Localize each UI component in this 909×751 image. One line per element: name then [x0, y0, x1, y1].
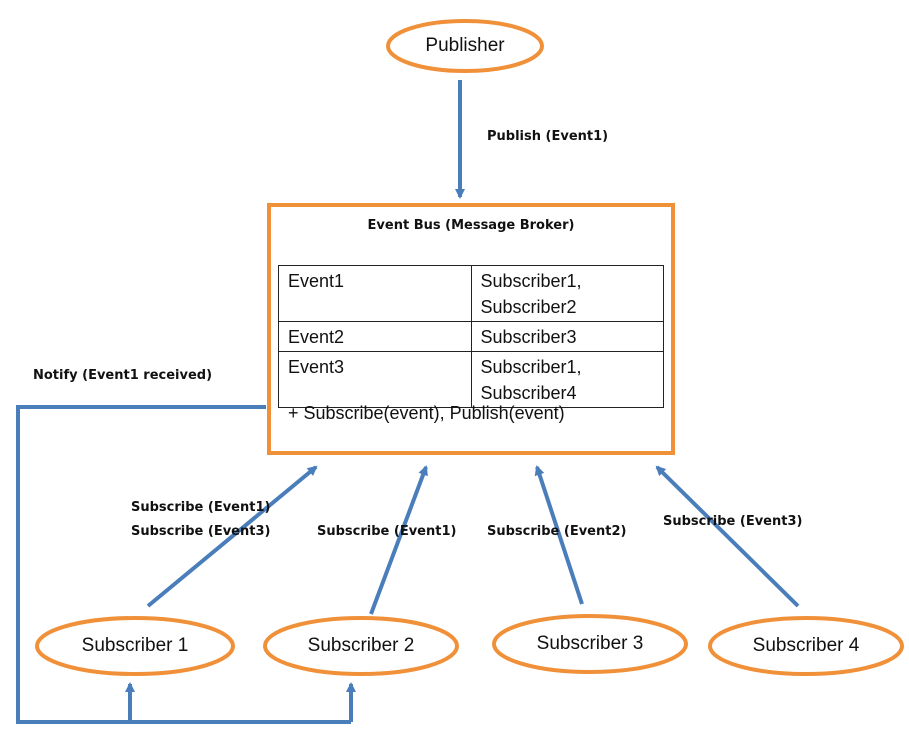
subscriber-entry: Subscriber1, — [480, 271, 582, 291]
subscribe-2-label: Subscribe (Event1) — [317, 524, 457, 539]
subscriber-3-node — [492, 614, 688, 674]
table-row: Event2 Subscriber3 — [278, 321, 664, 352]
subscriber-2-node — [263, 616, 459, 676]
subscriber-4-node — [708, 616, 904, 676]
subscriber-entry: Subscriber3 — [480, 327, 577, 347]
event-cell: Event1 — [278, 265, 472, 322]
publish-label: Publish (Event1) — [487, 129, 609, 144]
subscribe-4-label: Subscribe (Event3) — [663, 514, 803, 529]
subscribe-1-label-line1: Subscribe (Event1) — [131, 500, 271, 515]
subscriber-4-label: Subscriber 4 — [752, 635, 860, 656]
subscriber-1-node — [35, 616, 235, 676]
subscriber-3-label: Subscriber 3 — [536, 633, 644, 654]
subscribe-arrow-1 — [146, 465, 318, 608]
subscriber-2-label: Subscriber 2 — [307, 635, 415, 656]
subscribe-3-label: Subscribe (Event2) — [487, 524, 627, 539]
subscriber-entry: Subscriber2 — [480, 297, 577, 317]
event-bus-title: Event Bus (Message Broker) — [367, 218, 575, 233]
subscriber-entry: Subscriber1, — [480, 357, 582, 377]
publisher-label: Publisher — [425, 35, 505, 56]
event-cell: Event3 — [278, 351, 472, 408]
subscriber-entry: Subscriber4 — [480, 383, 577, 403]
event-bus-methods: + Subscribe(event), Publish(event) — [288, 403, 565, 423]
subscribe-arrow-2 — [369, 465, 428, 615]
subscribers-cell: Subscriber1, Subscriber4 — [470, 351, 664, 408]
publisher-node — [386, 19, 544, 73]
subscriber-1-label: Subscriber 1 — [81, 635, 189, 656]
subscribers-cell: Subscriber1, Subscriber2 — [470, 265, 664, 322]
table-row: Event3 Subscriber1, Subscriber4 — [278, 351, 664, 408]
table-row: Event1 Subscriber1, Subscriber2 — [278, 265, 664, 322]
subscribe-arrow-4 — [655, 465, 800, 608]
subscription-table: Event1 Subscriber1, Subscriber2 Event2 S… — [278, 265, 664, 408]
notify-label: Notify (Event1 received) — [33, 368, 213, 383]
subscribe-arrow-3 — [534, 465, 584, 605]
event-cell: Event2 — [278, 321, 472, 352]
subscribers-cell: Subscriber3 — [470, 321, 664, 352]
notify-line — [16, 405, 351, 724]
subscribe-1-label-line2: Subscribe (Event3) — [131, 524, 271, 539]
